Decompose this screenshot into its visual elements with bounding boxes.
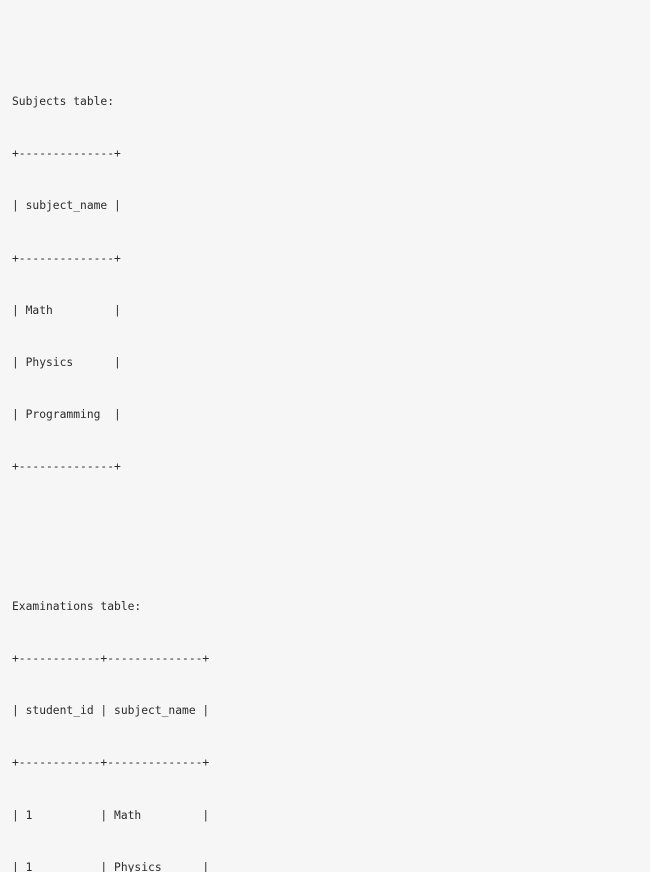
examinations-table-caption: Examinations table: <box>12 599 142 613</box>
table-row: | Physics | <box>12 356 121 370</box>
table-row: | 1 | Physics | <box>12 860 210 872</box>
subjects-table-block: Subjects table: +--------------+ | subje… <box>12 58 650 510</box>
examinations-table-block: Examinations table: +------------+------… <box>12 563 650 872</box>
examinations-top-rule: +------------+--------------+ <box>12 651 210 665</box>
table-row: | Math | <box>12 303 121 317</box>
subjects-top-rule: +--------------+ <box>12 147 121 161</box>
text-console: Subjects table: +--------------+ | subje… <box>12 95 210 872</box>
subjects-table-caption: Subjects table: <box>12 95 115 109</box>
examinations-header-rule: +------------+--------------+ <box>12 756 210 770</box>
subjects-header-rule: +--------------+ <box>12 251 121 265</box>
table-row: | 1 | Math | <box>12 808 210 822</box>
examinations-header-row: | student_id | subject_name | <box>12 704 210 718</box>
table-row: | Programming | <box>12 408 121 422</box>
subjects-header-row: | subject_name | <box>12 199 121 213</box>
subjects-bottom-rule: +--------------+ <box>12 460 121 474</box>
